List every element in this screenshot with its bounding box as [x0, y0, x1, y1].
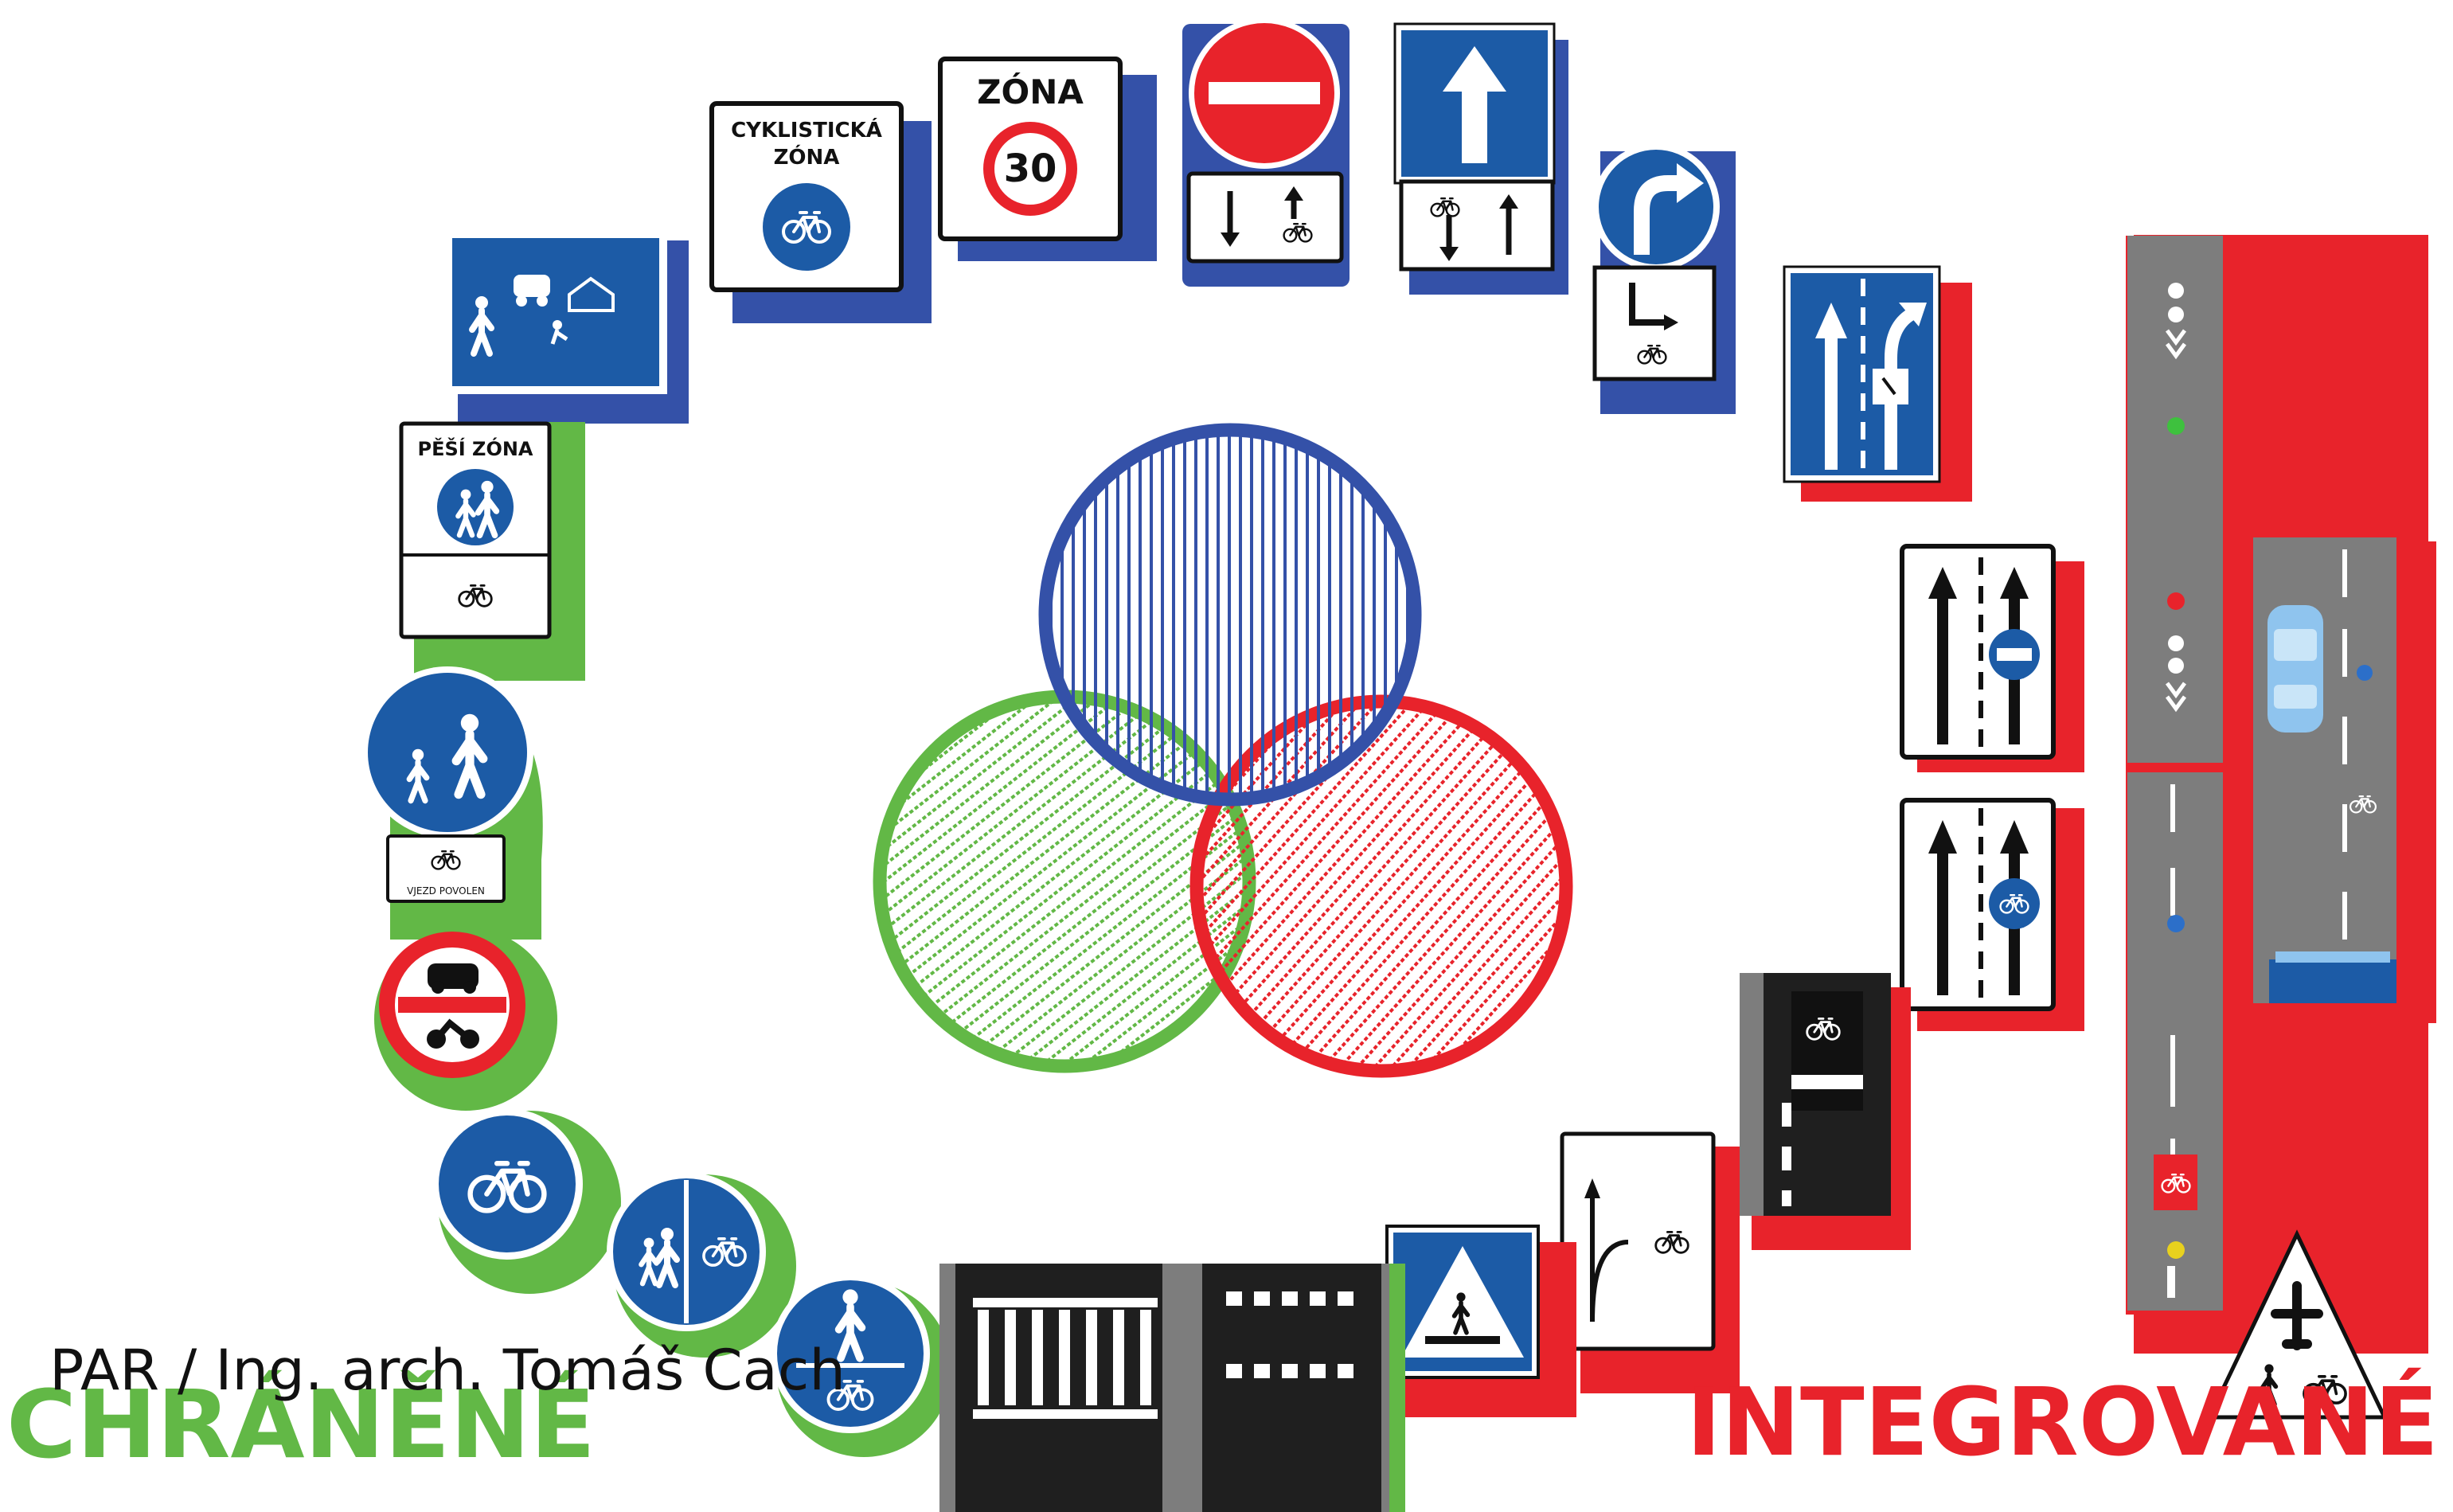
traffic-triangle-icon [2206, 1229, 2388, 1420]
car-icon [2267, 605, 2323, 733]
cycle-lane-sign-icon [1900, 798, 2056, 1011]
pedestrian-zone-sign-icon: PĚŠÍ ZÓNA [399, 421, 552, 639]
path-plate-text: VJEZD POVOLEN [407, 885, 485, 897]
cycle-zone-line1: CYKLISTICKÁ [731, 117, 882, 143]
turn-right-sign-icon [1592, 143, 1720, 381]
cycle-crossing-marking-icon [1178, 1264, 1389, 1512]
footpath-sign-icon: VJEZD POVOLEN [361, 666, 533, 903]
zone30-title: ZÓNA [977, 72, 1084, 111]
cycle-lane-marking-icon [1740, 973, 1891, 1216]
cyclist-marker-icon [2154, 283, 2197, 1259]
zone-30-sign-icon: ZÓNA 30 [938, 57, 1123, 241]
ped-zone-title: PĚŠÍ ZÓNA [417, 436, 533, 460]
venn-blue-circle [1038, 423, 1422, 807]
blue-sign-group: CYKLISTICKÁ ZÓNA ZÓNA 30 [444, 18, 1736, 424]
cycle-zone-line2: ZÓNA [774, 144, 840, 170]
bus-lane-sign-icon [1900, 544, 2056, 760]
green-sign-group: PĚŠÍ ZÓNA VJEZD POVOLEN [361, 421, 951, 1457]
no-motor-vehicles-sign-icon [379, 932, 525, 1078]
left-title: CHRÁNĚNÉ [6, 1369, 596, 1479]
road-section-icon [2126, 236, 2396, 1315]
split-path-sign-icon [607, 1172, 766, 1331]
lane-arrows-sign-icon [1783, 265, 1941, 483]
bus-icon [2269, 951, 2396, 1003]
one-way-sign-icon [1393, 22, 1556, 272]
shared-path-sign-icon [771, 1274, 930, 1433]
cycle-zone-sign-icon: CYKLISTICKÁ ZÓNA [709, 101, 904, 292]
no-entry-sign-icon [1186, 18, 1344, 264]
pedestrian-crossing-sign-icon [1385, 1225, 1540, 1379]
residential-zone-sign-icon [444, 230, 667, 394]
cycle-path-sign-icon [432, 1108, 583, 1260]
venn-diagram [873, 423, 1573, 1078]
credit-line: PAR / Ing. arch. Tomáš Cach [49, 1338, 846, 1403]
zone30-limit: 30 [1004, 147, 1057, 191]
cycle-turn-sign-icon [1560, 1131, 1716, 1351]
right-title: INTEGROVANÉ [1686, 1367, 2439, 1477]
